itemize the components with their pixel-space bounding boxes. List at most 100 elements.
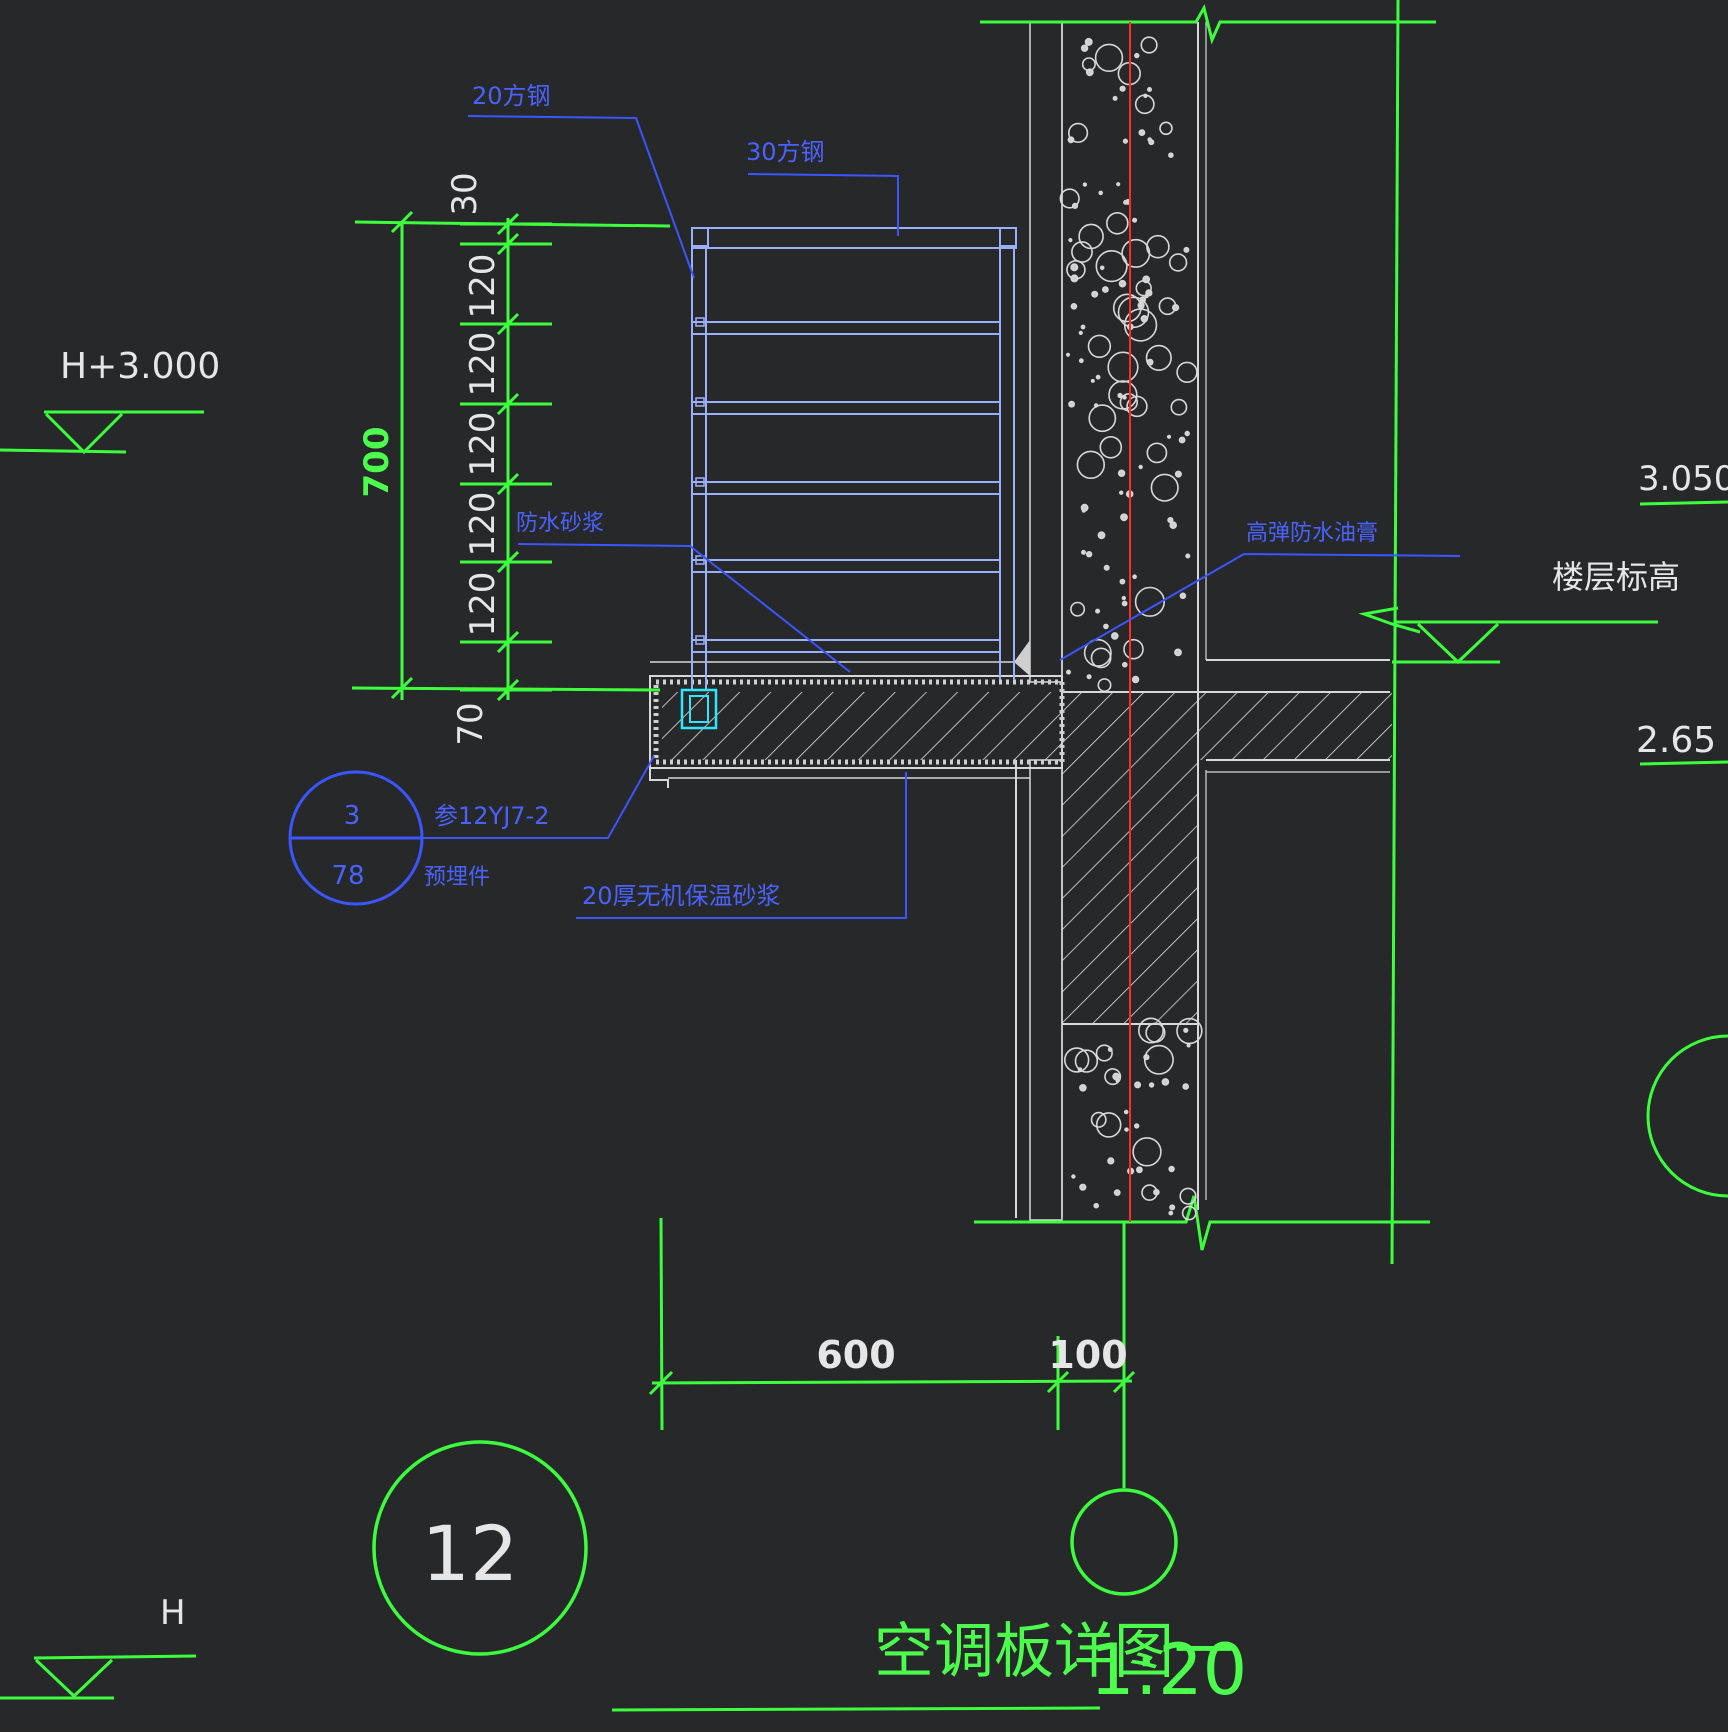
railing-bar-joint (695, 555, 705, 565)
aggregate-circle (1132, 1137, 1162, 1167)
aggregate-circle (1186, 1043, 1191, 1048)
aggregate-circle (1070, 601, 1086, 617)
aggregate-circle (1146, 442, 1168, 464)
aggregate-circle (1122, 395, 1127, 400)
railing-bar-joint (695, 635, 705, 645)
annotations: 20方钢 30方钢 防水砂浆 高弹防水油膏 3 78 参12YJ7-2 预埋件 … (288, 82, 1461, 919)
aggregate-circle (1102, 286, 1109, 293)
aggregate-circle (1161, 1078, 1170, 1086)
aggregate-circle (1095, 608, 1101, 614)
aggregate-circle (1108, 380, 1138, 410)
railing-horizontal-bars (692, 317, 1000, 653)
aggregate-circle (1141, 1184, 1158, 1201)
floor-level-label: 楼层标高 (1552, 558, 1680, 596)
level-3050: 3.050 (1638, 459, 1728, 499)
drawing-scale: 1:20 (1090, 1629, 1247, 1711)
right-level-line (1390, 0, 1400, 1265)
dim-slash-tick (496, 312, 520, 336)
aggregate-circle (1103, 564, 1110, 571)
aggregate-circle (1070, 263, 1079, 272)
aggregate-circle (1095, 1112, 1122, 1138)
note-tube-30: 30方钢 (746, 138, 825, 166)
aggregate-circle (1121, 600, 1128, 607)
aggregate-circle (1071, 1174, 1076, 1179)
railing-top-post-right (999, 227, 1017, 247)
aggregate-circle (1145, 344, 1172, 372)
aggregate-circle (1147, 137, 1152, 142)
concrete-aggregate (1059, 36, 1203, 1221)
aggregate-circle (1147, 87, 1153, 93)
detail-index-bottom: 78 (331, 861, 364, 891)
leader-tube-20 (467, 115, 695, 279)
wall-insulation-lower (1029, 759, 1063, 1221)
break-line-top (980, 4, 1436, 45)
dim-spacing-4: 120 (463, 492, 503, 557)
dim-spacing-1: 120 (463, 254, 503, 319)
aggregate-circle (1112, 95, 1118, 101)
aggregate-circle (1168, 253, 1188, 272)
aggregate-circle (1070, 274, 1079, 283)
aggregate-circle (1078, 330, 1083, 336)
aggregate-circle (1094, 43, 1124, 73)
aggregate-circle (1120, 513, 1128, 522)
aggregate-circle (1144, 293, 1149, 299)
aggregate-circle (1166, 434, 1172, 439)
aggregate-circle (1170, 398, 1188, 416)
dim-slash-tick (496, 472, 520, 496)
ac-slab-insulation-inner (653, 679, 1065, 765)
aggregate-circle (1078, 223, 1104, 250)
aggregate-circle (1119, 85, 1126, 92)
aggregate-circle (1112, 293, 1142, 323)
note-insulation-mortar: 20厚无机保温砂浆 (582, 882, 781, 910)
aggregate-circle (1132, 574, 1137, 580)
aggregate-circle (1076, 450, 1106, 479)
title-underline (611, 1706, 1101, 1712)
aggregate-circle (1133, 1123, 1140, 1129)
aggregate-circle (1138, 464, 1143, 470)
spacing-ticks (390, 210, 552, 702)
dim-slash-tick (496, 212, 520, 236)
aggregate-circle (1063, 1047, 1090, 1073)
leader-insulation (576, 772, 907, 919)
dim-slash-tick (496, 678, 520, 702)
aggregate-circle (1077, 1067, 1083, 1072)
aggregate-circle (1176, 1017, 1203, 1045)
aggregate-circle (1168, 152, 1174, 158)
aggregate-circle (1122, 661, 1128, 668)
aggregate-circle (1071, 202, 1079, 209)
level-mark-floor: 楼层标高 3.050 2.65 (1392, 459, 1728, 1198)
leader-sealant (1059, 552, 1461, 661)
aggregate-circle (1178, 436, 1186, 444)
aggregate-circle (1116, 182, 1121, 187)
dim-spacing-5: 120 (463, 572, 503, 637)
embedded-part-inner (689, 695, 709, 723)
aggregate-circle (1134, 1081, 1142, 1089)
aggregate-circle (1099, 265, 1105, 271)
aggregate-circle (1082, 182, 1088, 187)
aggregate-circle (1111, 632, 1119, 640)
aggregate-circle (1183, 1027, 1189, 1033)
floor-slab (1062, 692, 1392, 760)
aggregate-circle (1174, 648, 1182, 657)
aggregate-circle (1138, 129, 1146, 136)
aggregate-circle (1176, 361, 1198, 383)
aggregate-circle (1119, 578, 1126, 585)
aggregate-circle (1123, 1109, 1129, 1115)
level-3050-line (1639, 500, 1728, 506)
aggregate-circle (1085, 550, 1093, 558)
aggregate-circle (1134, 94, 1155, 115)
aggregate-circle (1138, 1017, 1165, 1044)
aggregate-circle (1066, 669, 1072, 675)
note-reference: 参12YJ7-2 (434, 802, 549, 830)
level-h3000-base (0, 448, 127, 454)
aggregate-circle (1099, 435, 1123, 459)
dim-line-bottom (651, 1379, 1133, 1385)
aggregate-circle (1179, 592, 1187, 600)
aggregate-circle (1071, 241, 1093, 263)
aggregate-circle (1117, 392, 1123, 399)
aggregate-circle (1181, 1205, 1197, 1221)
right-level-tick (1358, 606, 1421, 634)
aggregate-circle (1118, 490, 1124, 495)
aggregate-circle (1169, 1204, 1176, 1211)
